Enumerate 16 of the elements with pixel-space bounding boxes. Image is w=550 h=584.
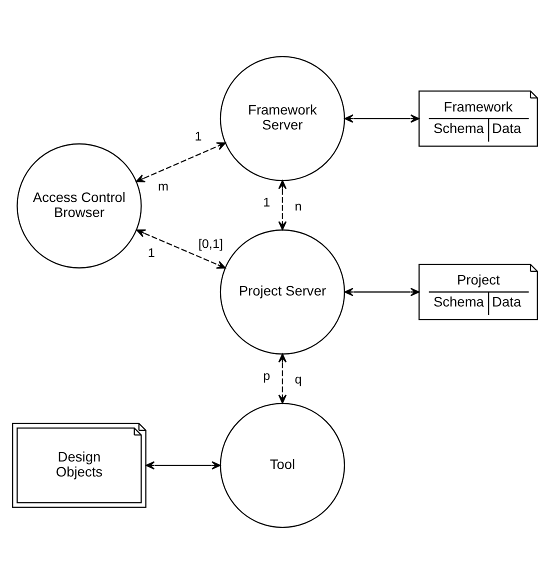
arrow [278,353,287,404]
arrow [344,288,420,296]
label: q [294,372,302,387]
label: 1 [148,246,155,260]
node-circle: Access Control Browser [16,143,142,268]
label: m [158,179,169,194]
node-circle: Tool [220,402,346,528]
label: 1 [194,130,202,144]
label: p [263,368,270,383]
label: n [294,199,302,214]
node-circle: Framework Server [220,56,346,182]
arrow [146,461,221,470]
label: 1 [263,195,270,210]
arrow [278,180,287,230]
arrow [136,229,226,269]
arrow [344,114,420,123]
